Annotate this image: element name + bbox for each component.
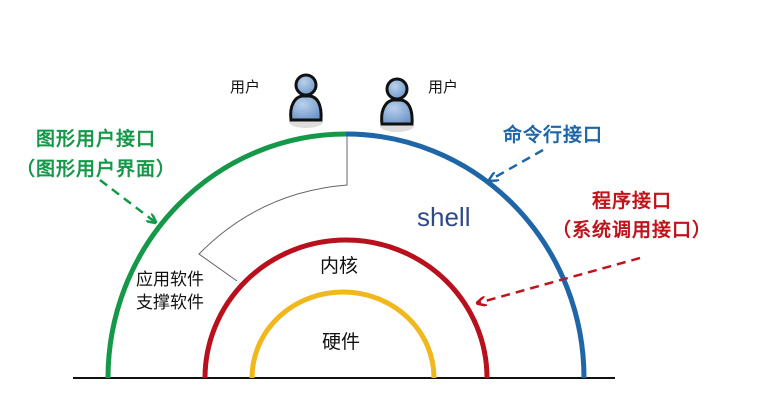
user-icon: [380, 77, 414, 132]
api-label-sub: （系统调用接口）: [552, 219, 713, 241]
gui-arc: [105, 131, 347, 379]
shell-label: shell: [417, 202, 471, 232]
support-software-label: 支撑软件: [136, 293, 204, 313]
kernel-arc: [202, 237, 490, 379]
user-label-right: 用户: [428, 78, 459, 96]
application-software-label: 应用软件: [136, 270, 204, 290]
hardware-arc: [249, 289, 437, 379]
user-label-left: 用户: [230, 78, 261, 96]
gui-label: 图形用户接口: [36, 128, 157, 150]
cli-arrow: [490, 148, 544, 180]
gui-label-sub: （图形用户界面）: [16, 158, 177, 180]
cli-label: 命令行接口: [503, 124, 604, 146]
api-label: 程序接口: [592, 190, 673, 212]
user-icon: [289, 73, 323, 128]
hardware-label: 硬件: [322, 331, 361, 353]
gui-arrow: [99, 179, 155, 222]
shell-arc: [345, 131, 587, 379]
api-arrow: [478, 256, 641, 303]
software-sector: [198, 136, 348, 282]
kernel-label: 内核: [320, 255, 359, 277]
